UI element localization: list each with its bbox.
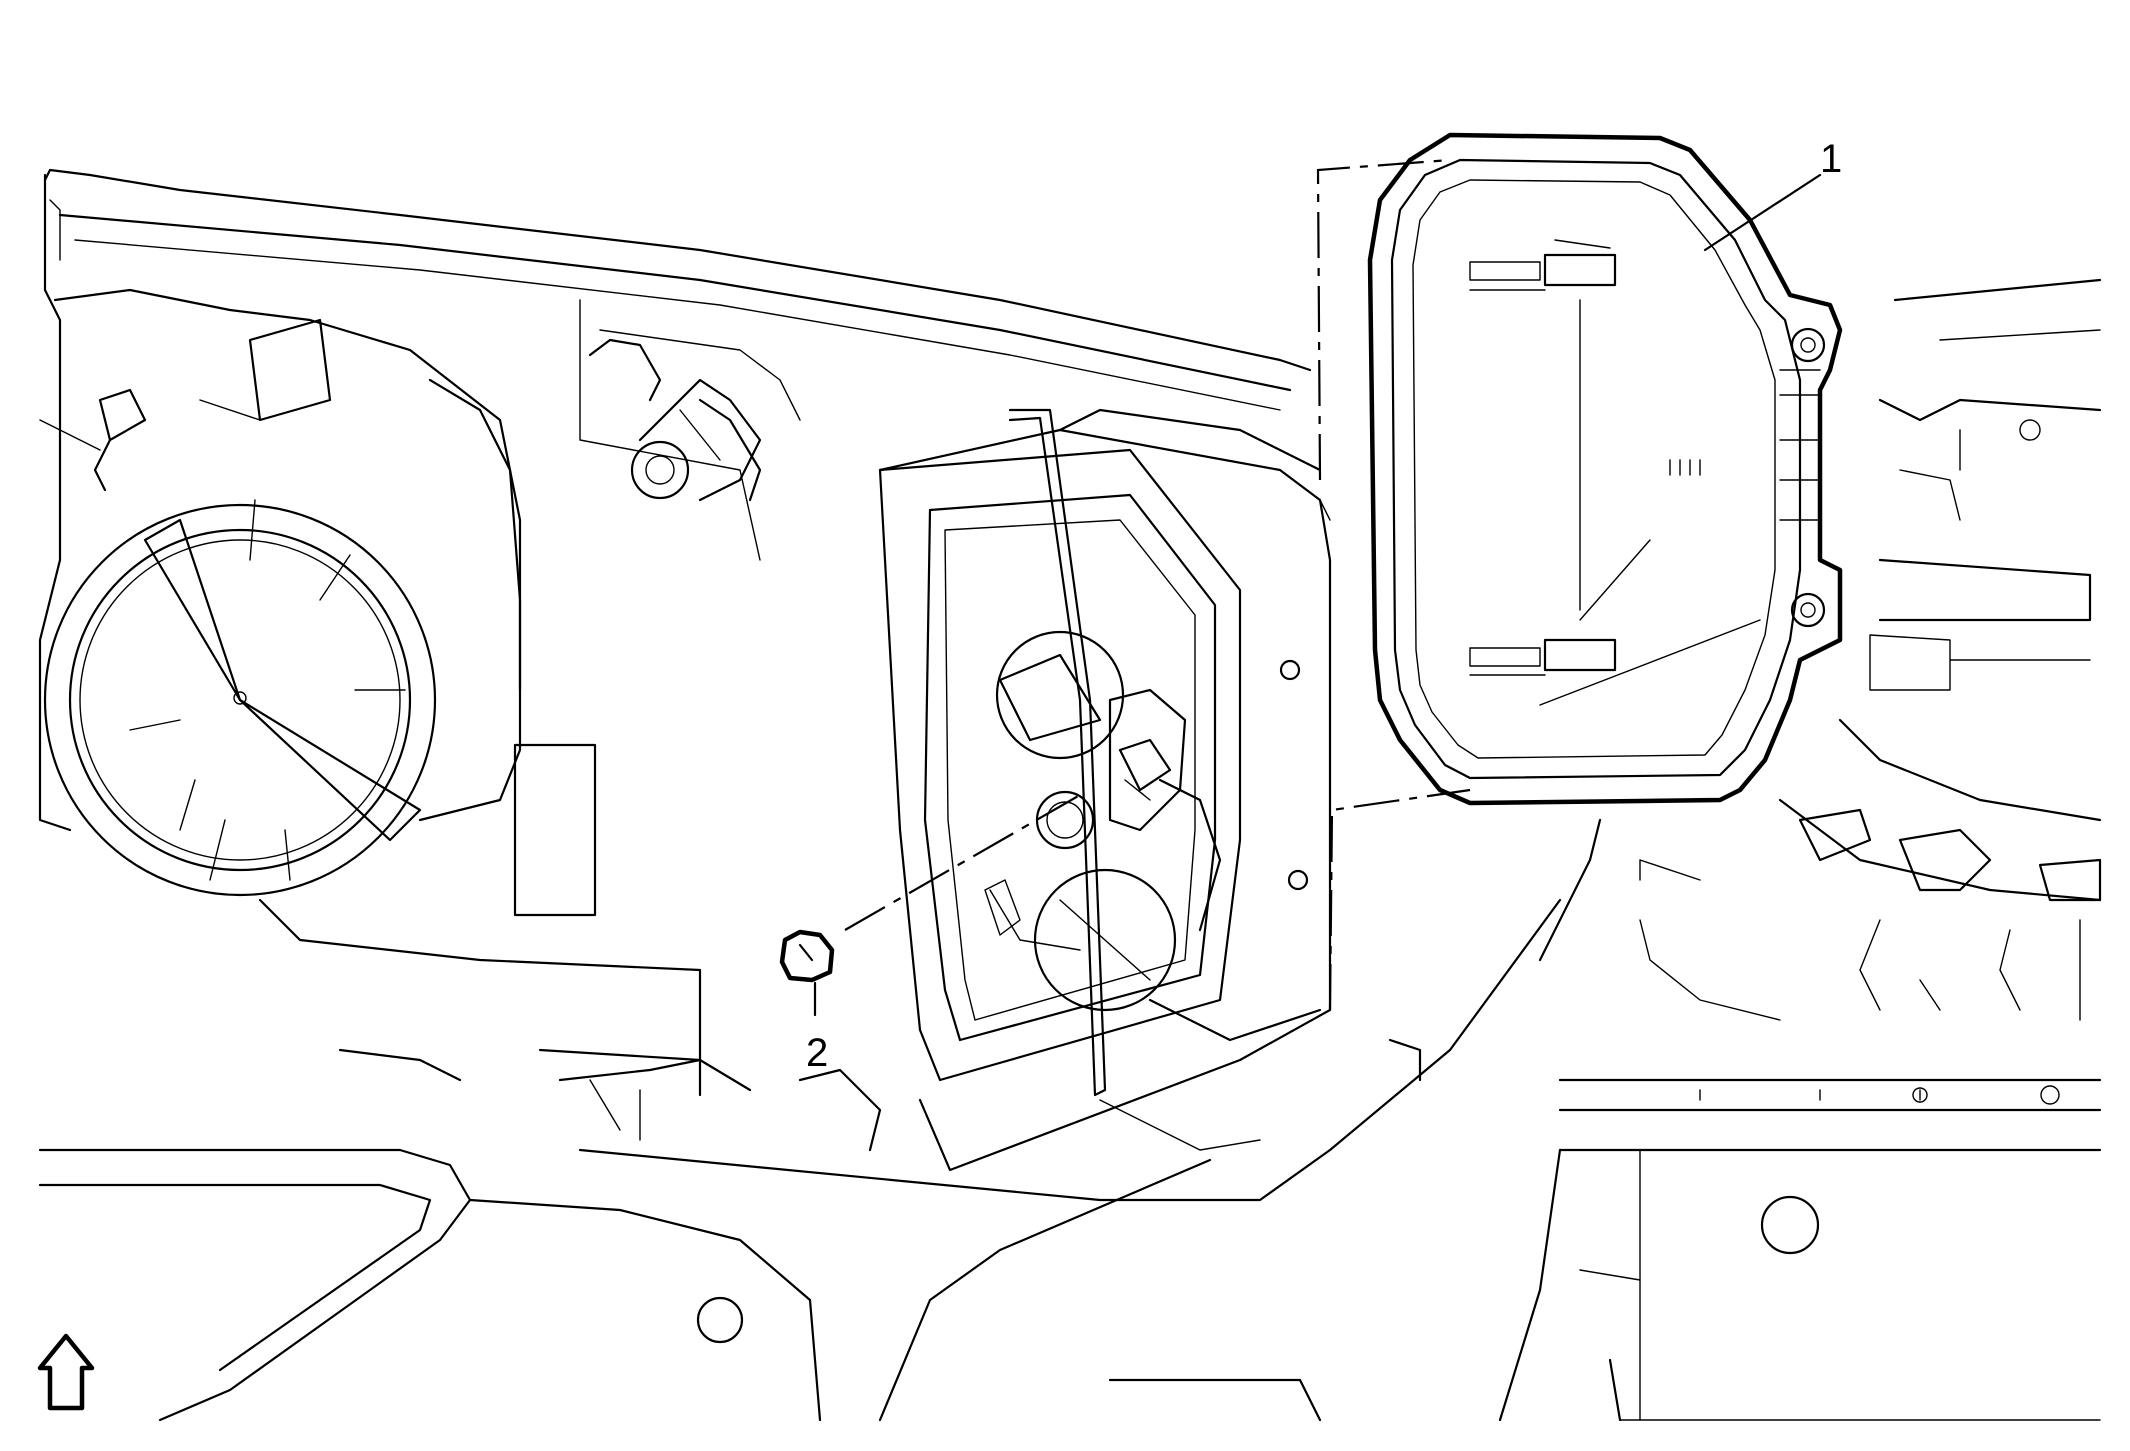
radiator-support: [1778, 278, 2102, 902]
callout-1: 1: [1703, 137, 1842, 252]
bulb-cap-round: [43, 499, 437, 897]
bulb: [779, 929, 835, 983]
callout-2-label: 2: [806, 1031, 828, 1075]
callout-1-leader: [1703, 173, 1822, 252]
callout-1-label: 1: [1820, 137, 1842, 181]
headlamp-access-cover: [1367, 132, 1843, 806]
callout-2: 2: [806, 981, 828, 1075]
bulb-exploded-line: [844, 794, 1081, 931]
bulb-socket: [989, 630, 1222, 1012]
bulb-access-opening: [878, 408, 1332, 1172]
front-arrow-icon: [37, 1333, 95, 1411]
headlamp-housing: [38, 168, 1312, 1097]
lower-frame: [38, 818, 2102, 1422]
exploded-view-outline: [1316, 158, 1471, 1011]
adjuster-screw: [588, 338, 762, 502]
